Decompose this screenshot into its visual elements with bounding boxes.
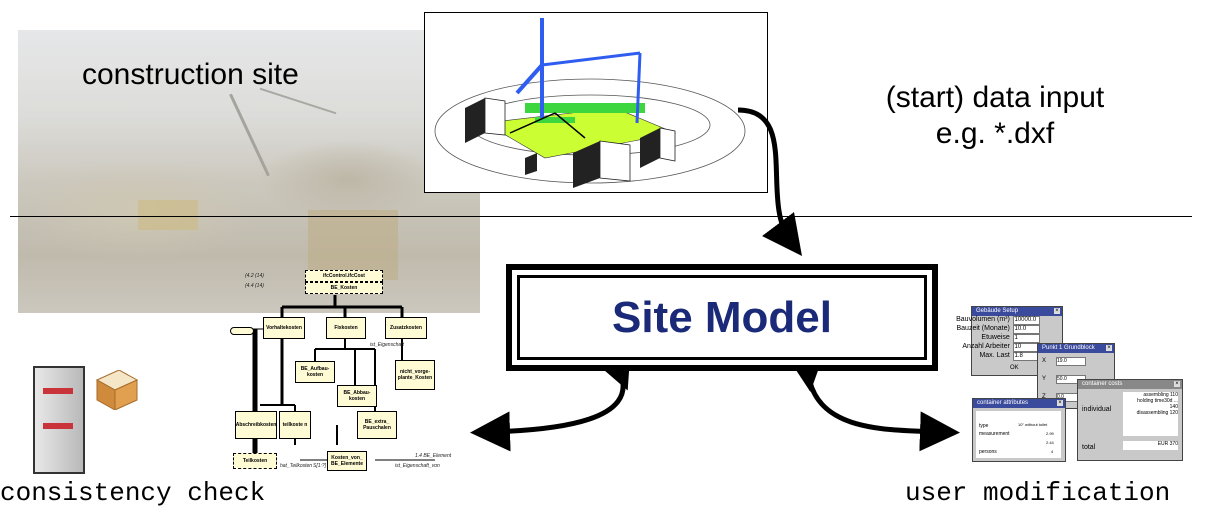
attr-label: persons	[979, 449, 997, 455]
field-input[interactable]: 1	[1012, 334, 1040, 343]
form-row: Bauzeit (Monate)10.0	[957, 325, 1062, 334]
divider-line	[10, 216, 1192, 217]
cost-item: holding time30d ...	[1137, 398, 1178, 404]
diagram-relation-label: hat_Teilkosten	[280, 463, 313, 469]
arrow-dxf-to-model	[737, 107, 802, 257]
construction-site-photo	[18, 30, 480, 313]
diagram-relation-label: 1.4 BE_Element	[415, 453, 452, 459]
dialog-titlebar: container costs ×	[1078, 380, 1182, 389]
data-input-line2: e.g. *.dxf	[935, 117, 1055, 150]
diagram-node: BE_Abbau-kosten	[337, 385, 377, 407]
field-input[interactable]: 19.0	[1056, 357, 1086, 366]
field-input[interactable]: 10000.0	[1012, 316, 1040, 325]
diagram-node: ifcControl.ifcCost	[305, 270, 383, 282]
data-input-caption: (start) data input e.g. *.dxf	[830, 80, 1160, 152]
diagram-node: Vorhaltekosten	[263, 317, 305, 339]
dxf-drawing	[434, 18, 746, 188]
construction-site-caption: construction site	[82, 58, 299, 91]
diagram-relation-label: ist_Eigenschaft_von	[395, 463, 440, 469]
cost-item: assembling 110	[1143, 392, 1178, 398]
field-label: Anzahl Arbeiter	[962, 343, 1010, 350]
attr-value[interactable]: 2.44	[1046, 440, 1054, 445]
dialog-title: container costs	[1082, 381, 1123, 387]
rack-stripe	[43, 388, 73, 394]
container-rack-icon	[33, 366, 85, 474]
field-label: Etuweise	[981, 334, 1010, 341]
diagram-node: BE_Kosten	[305, 282, 383, 294]
attr-value[interactable]: 10" without toilet	[1018, 422, 1048, 427]
cost-items: assembling 110 holding time30d ... 140 d…	[1123, 392, 1178, 436]
field-input[interactable]: 10.0	[1012, 325, 1040, 334]
diagram-node: Teilkosten	[233, 453, 277, 469]
close-icon[interactable]: ×	[1057, 400, 1063, 406]
diagram-start-node	[230, 327, 254, 335]
attr-value[interactable]: 4	[1051, 449, 1054, 454]
diagram-node: Abschreibkosten	[235, 411, 277, 439]
site-model-label: Site Model	[611, 292, 833, 342]
dialog-title: Gebäude Setup	[976, 308, 1019, 314]
cost-total-value: EUR 370	[1123, 441, 1178, 450]
cost-total-label: total	[1082, 444, 1096, 451]
form-row: Bauvolumen (m³)10000.0	[956, 316, 1062, 325]
field-label: Y	[1042, 376, 1047, 382]
cost-label: individual	[1082, 406, 1112, 413]
field-label: Bauvolumen (m³)	[956, 316, 1010, 323]
dialog-titlebar: Punkt 1 Grundblock ×	[1038, 344, 1114, 353]
arrow-model-consistency	[470, 345, 631, 452]
close-icon[interactable]: ×	[1106, 345, 1112, 351]
diagram-node: teilkoste n	[279, 411, 311, 439]
ok-button[interactable]: OK	[1010, 365, 1019, 371]
container-box-icon	[95, 370, 139, 410]
diagram-input-label: (4.2 (14)	[245, 273, 264, 279]
attr-value[interactable]: 2.99	[1046, 431, 1054, 436]
field-label: Bauzeit (Monate)	[956, 325, 1010, 332]
dxf-drawing-panel	[424, 12, 768, 193]
diagram-node: Zusatzkosten	[385, 317, 427, 339]
rack-stripe	[43, 423, 73, 429]
container-attributes-dialog: container attributes × type 10" without …	[972, 398, 1066, 462]
field-label: X	[1042, 358, 1047, 364]
cost-item: disassembling 120	[1136, 410, 1178, 416]
attr-label: measurement	[979, 431, 1010, 437]
cost-item: 140	[1169, 404, 1178, 410]
diagram-input-label: (4.4 (14)	[245, 283, 264, 289]
dialog-title: container attributes	[977, 400, 1029, 406]
dialog-titlebar: Gebäude Setup ×	[972, 307, 1062, 316]
diagram-node: Kosten_von_ BE_Elemente	[327, 451, 367, 471]
field-label: Z	[1042, 394, 1046, 400]
diagram-node: BE_Aufbau-kosten	[295, 361, 335, 383]
site-model-box: Site Model	[506, 264, 938, 371]
field-input[interactable]: 10	[1012, 343, 1040, 352]
consistency-check-diagram: (4.2 (14) (4.4 (14) ifcControl.ifcCost B…	[225, 265, 470, 475]
data-input-line1: (start) data input	[885, 81, 1105, 114]
excavator-silhouette	[138, 200, 198, 230]
site-hut	[308, 210, 398, 280]
diagram-node: Fixkosten	[326, 317, 366, 339]
container-costs-dialog: container costs × individual assembling …	[1077, 379, 1183, 461]
field-input[interactable]: 1.8	[1012, 352, 1040, 361]
attributes-panel: type 10" without toilet measurement 2.99…	[976, 411, 1061, 458]
dialog-titlebar: container attributes ×	[973, 399, 1065, 408]
consistency-check-caption: consistency check	[0, 478, 266, 508]
user-modification-caption: user modification	[905, 478, 1171, 508]
attr-label: type	[979, 423, 989, 429]
close-icon[interactable]: ×	[1054, 308, 1060, 314]
diagram-node: nicht_vorge-plante_Kosten	[395, 360, 435, 390]
arrow-model-user	[785, 349, 960, 452]
diagram-relation-label: ist_Eigenschaft	[370, 342, 404, 348]
dialog-title: Punkt 1 Grundblock	[1042, 345, 1095, 351]
close-icon[interactable]: ×	[1174, 381, 1180, 387]
field-label: Max. Last	[979, 352, 1010, 359]
diagram-node: BE_extra_ Pauschalen	[357, 411, 397, 439]
diagram-relation-label: S[1:?]	[313, 463, 327, 469]
